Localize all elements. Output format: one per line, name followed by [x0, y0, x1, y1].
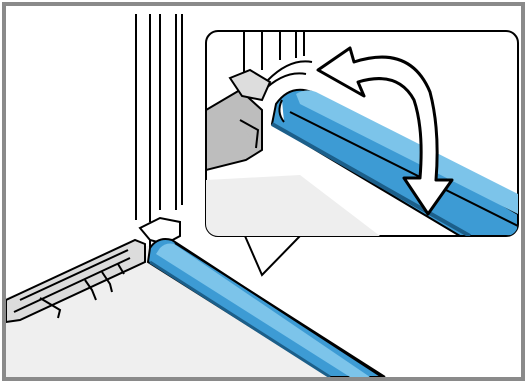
illustration-canvas — [0, 0, 527, 383]
illustration-frame — [0, 0, 527, 383]
